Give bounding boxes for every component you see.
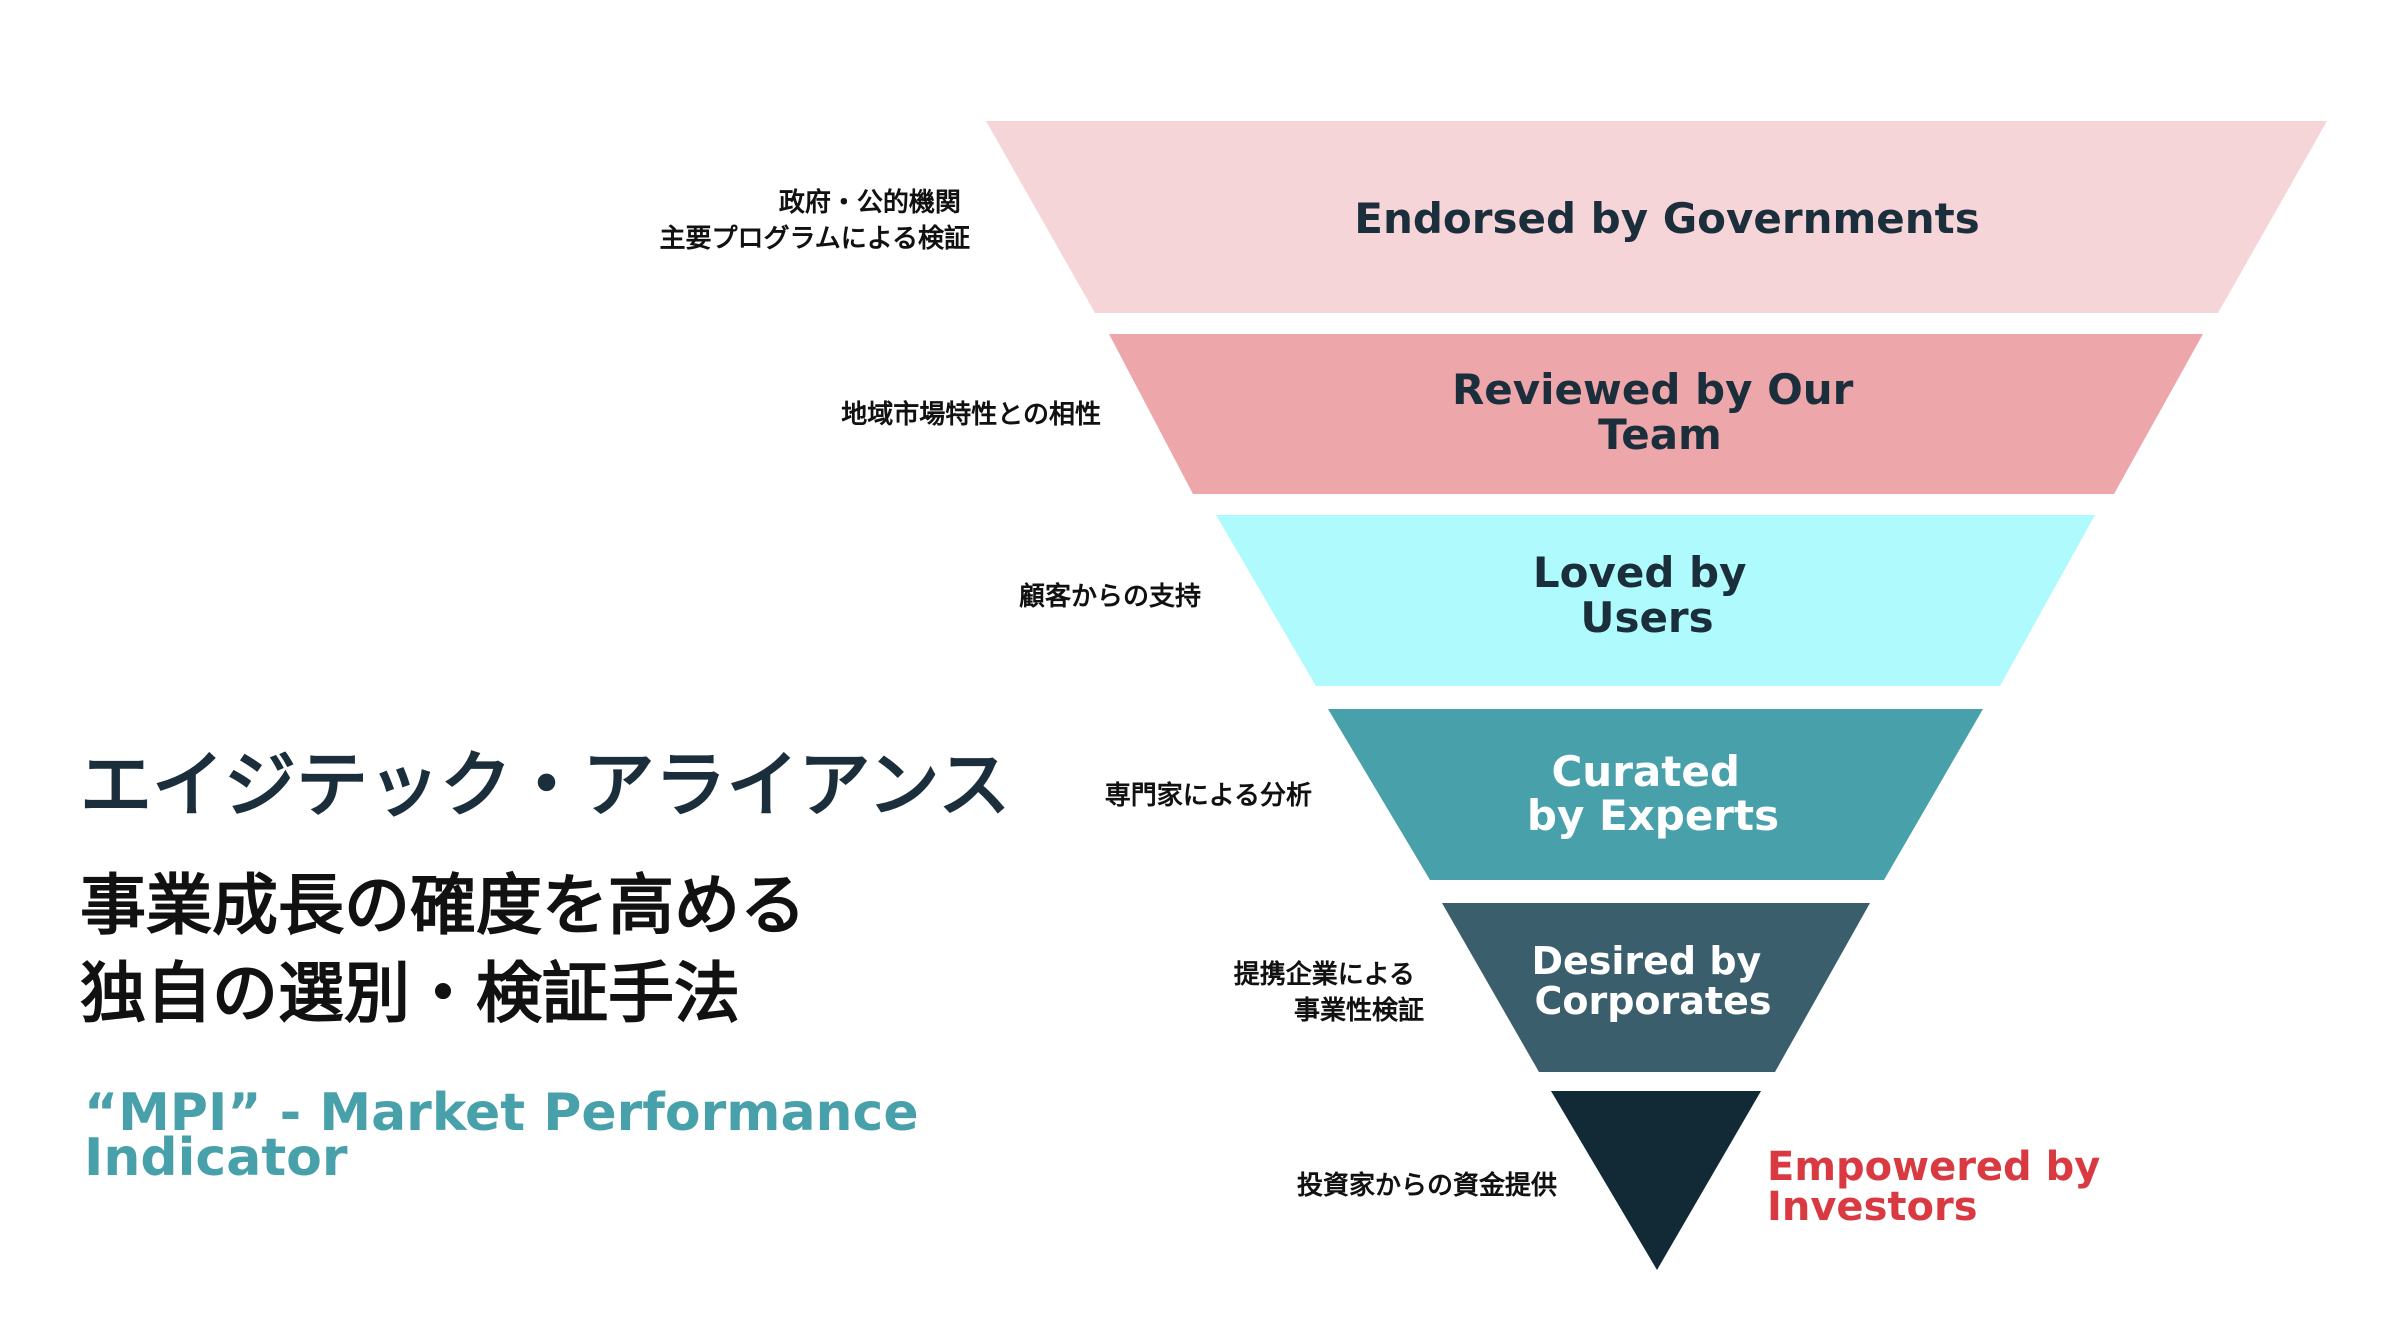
band-title-team: Reviewed by Our Team [1452, 365, 1868, 459]
side-label-experts: 専門家による分析 [1105, 780, 1312, 811]
funnel-band-corporates [1442, 903, 1870, 1072]
side-label-corporates: 提携企業による 事業性検証 [1234, 959, 1424, 1026]
side-label-governments: 政府・公的機関 主要プログラムによる検証 [660, 187, 970, 254]
funnel-band-governments [986, 121, 2327, 313]
side-label-team: 地域市場特性との相性 [841, 399, 1101, 430]
headline: 事業成長の確度を高める 独自の選別・検証手法 [80, 867, 829, 1032]
band-title-investors: Empowered by Investors [1767, 1144, 2114, 1230]
side-label-investors: 投資家からの資金提供 [1297, 1170, 1557, 1201]
side-label-users: 顧客からの支持 [1019, 581, 1201, 612]
band-title-experts: Curated by Experts [1527, 747, 1779, 840]
funnel-band-experts [1328, 709, 1983, 880]
brand-title: エイジテック・アライアンス [80, 743, 1010, 827]
band-title-corporates: Desired by Corporates [1531, 939, 1774, 1023]
funnel-band-team [1109, 334, 2203, 494]
funnel-band-investors [1551, 1091, 1761, 1270]
funnel-band-users [1216, 515, 2095, 686]
mpi-subtitle: “MPI” - Market Performance Indicator [84, 1083, 937, 1188]
band-title-users: Loved by Users [1533, 548, 1761, 642]
band-title-governments: Endorsed by Governments [1354, 194, 1980, 243]
